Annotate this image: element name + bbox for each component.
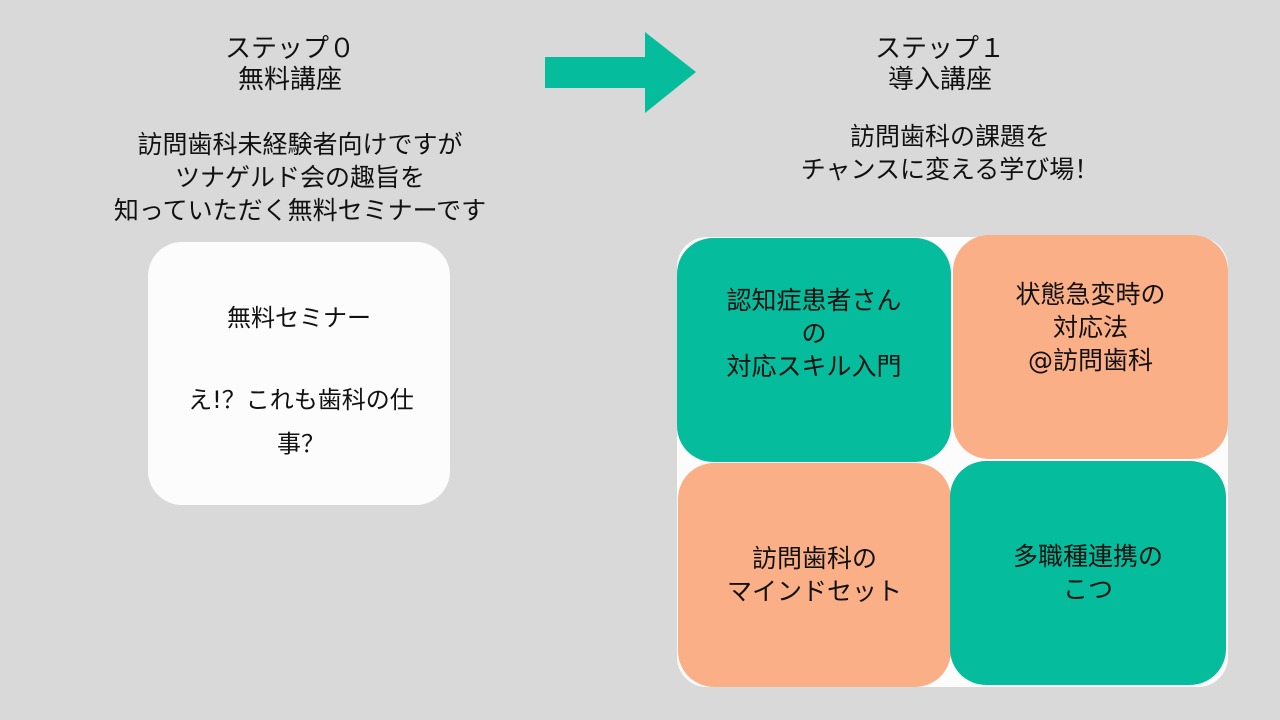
step0-title: ステップ０ 無料講座 [224,34,355,95]
tile-emergency-response: 状態急変時の 対応法 @訪問歯科 [953,235,1228,459]
tile-mindset: 訪問歯科の マインドセット [678,463,951,687]
free-seminar-card: 無料セミナー え!？これも歯科の仕 事？ [148,242,450,505]
free-seminar-subtitle: え!？これも歯科の仕 事？ [188,386,414,458]
step1-title: ステップ１ 導入講座 [874,34,1005,95]
free-seminar-label: 無料セミナー [227,304,371,332]
tile-dementia-care: 認知症患者さん の 対応スキル入門 [677,238,951,462]
step0-description: 訪問歯科未経験者向けですが ツナゲルド会の趣旨を 知っていただく無料セミナーです [113,130,487,225]
step1-description: 訪問歯科の課題を チャンスに変える学び場！ [800,122,1100,184]
tile-collaboration: 多職種連携の こつ [950,461,1226,685]
arrow-right-icon [545,32,696,113]
